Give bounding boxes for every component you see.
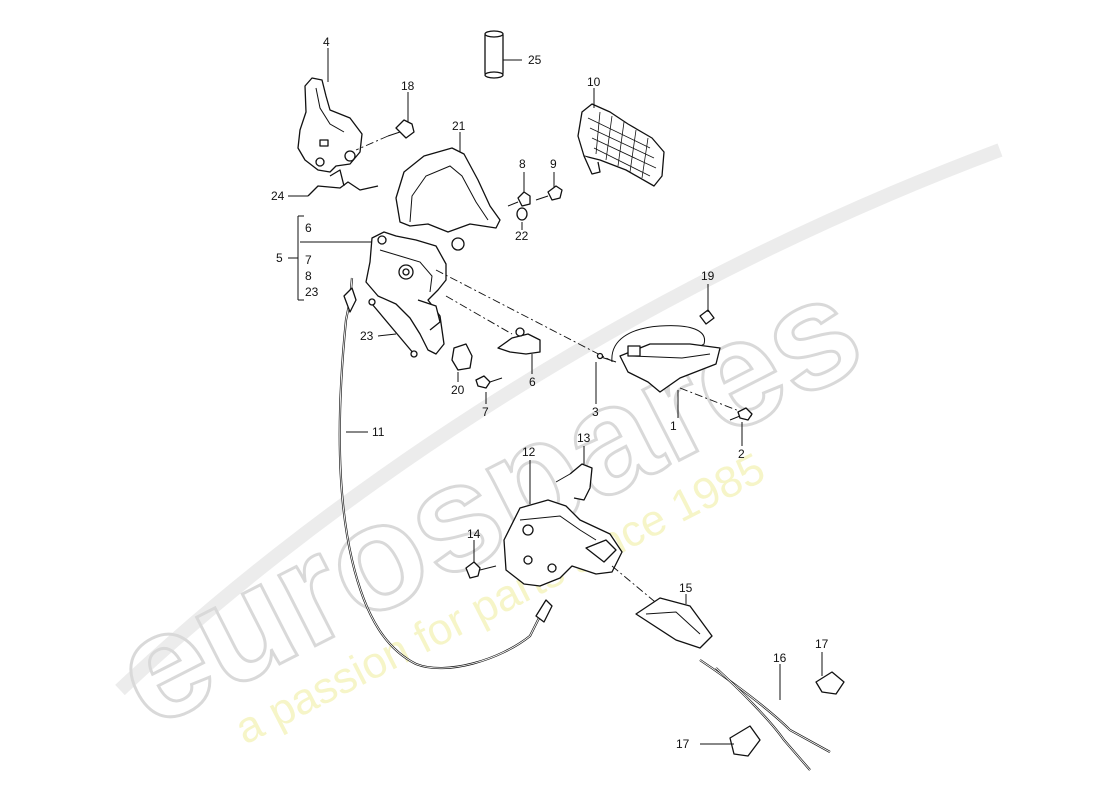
callout-labels: 1 2 3 4 5 6 6 7 7 8 8 9 10 11 12 13 14 1… — [271, 35, 829, 751]
leader-lines — [288, 48, 823, 745]
part-14-bolt[interactable] — [465, 561, 497, 579]
part-7-bolt[interactable] — [475, 375, 503, 389]
part-3-cable-end[interactable] — [596, 352, 617, 363]
callout-9[interactable]: 9 — [550, 157, 557, 171]
callout-6[interactable]: 6 — [529, 375, 536, 389]
callout-23-group[interactable]: 23 — [305, 285, 319, 299]
callout-22[interactable]: 22 — [515, 229, 529, 243]
callout-7[interactable]: 7 — [482, 405, 489, 419]
part-23-strut[interactable] — [368, 298, 418, 358]
callout-2[interactable]: 2 — [738, 447, 745, 461]
callout-6-group[interactable]: 6 — [305, 221, 312, 235]
callout-17-upper[interactable]: 17 — [815, 637, 829, 651]
part-22-washer[interactable] — [516, 207, 528, 221]
callout-10[interactable]: 10 — [587, 75, 601, 89]
callout-11[interactable]: 11 — [372, 425, 385, 439]
part-12-mechanism[interactable] — [503, 499, 623, 587]
watermark-swoosh — [115, 143, 1003, 696]
callout-14[interactable]: 14 — [467, 527, 481, 541]
part-20-pad[interactable] — [451, 343, 473, 371]
part-21-cover[interactable] — [395, 147, 501, 251]
part-18-bolt[interactable] — [355, 119, 415, 151]
callout-16[interactable]: 16 — [773, 651, 787, 665]
callout-18[interactable]: 18 — [401, 79, 415, 93]
part-15-guide[interactable] — [635, 597, 713, 649]
callout-24[interactable]: 24 — [271, 189, 285, 203]
part-19-cable-loop[interactable] — [611, 309, 715, 363]
part-2-screw[interactable] — [729, 407, 753, 421]
callout-5[interactable]: 5 — [276, 251, 283, 265]
watermark: eurospares a passion for parts since 198… — [87, 143, 1003, 760]
callout-8-group[interactable]: 8 — [305, 269, 312, 283]
callout-8[interactable]: 8 — [519, 157, 526, 171]
callout-21[interactable]: 21 — [452, 119, 466, 133]
callout-17-lower[interactable]: 17 — [676, 737, 690, 751]
part-24-clip[interactable] — [307, 169, 379, 197]
callout-20[interactable]: 20 — [451, 383, 465, 397]
part-4-bracket[interactable] — [297, 77, 363, 173]
callout-25[interactable]: 25 — [528, 53, 542, 67]
part-5-lever-assembly[interactable] — [365, 231, 447, 355]
watermark-brand: eurospares — [88, 242, 885, 759]
callout-7-group[interactable]: 7 — [305, 253, 312, 267]
callout-3[interactable]: 3 — [592, 405, 599, 419]
axis-line-3 — [435, 269, 611, 361]
callout-13[interactable]: 13 — [577, 431, 591, 445]
part-16-cables[interactable] — [699, 659, 831, 771]
part-11-cable[interactable] — [338, 277, 553, 670]
part-1-tray[interactable] — [619, 343, 721, 393]
part-6-release[interactable] — [497, 327, 541, 355]
callout-19[interactable]: 19 — [701, 269, 715, 283]
part-8-nut[interactable] — [507, 191, 531, 207]
axis-line-15 — [611, 565, 661, 607]
callout-12[interactable]: 12 — [522, 445, 536, 459]
part-13-clip[interactable] — [555, 463, 593, 501]
callout-15[interactable]: 15 — [679, 581, 693, 595]
part-10-grille[interactable] — [577, 103, 665, 187]
part-17-clip-lower[interactable] — [729, 725, 761, 757]
part-9-screw[interactable] — [535, 185, 563, 201]
part-25-sleeve[interactable] — [484, 30, 504, 79]
part-17-clip-upper[interactable] — [815, 671, 845, 695]
callout-1[interactable]: 1 — [670, 419, 677, 433]
callout-4[interactable]: 4 — [323, 35, 330, 49]
axis-line-6 — [445, 295, 513, 335]
callout-23[interactable]: 23 — [360, 329, 374, 343]
